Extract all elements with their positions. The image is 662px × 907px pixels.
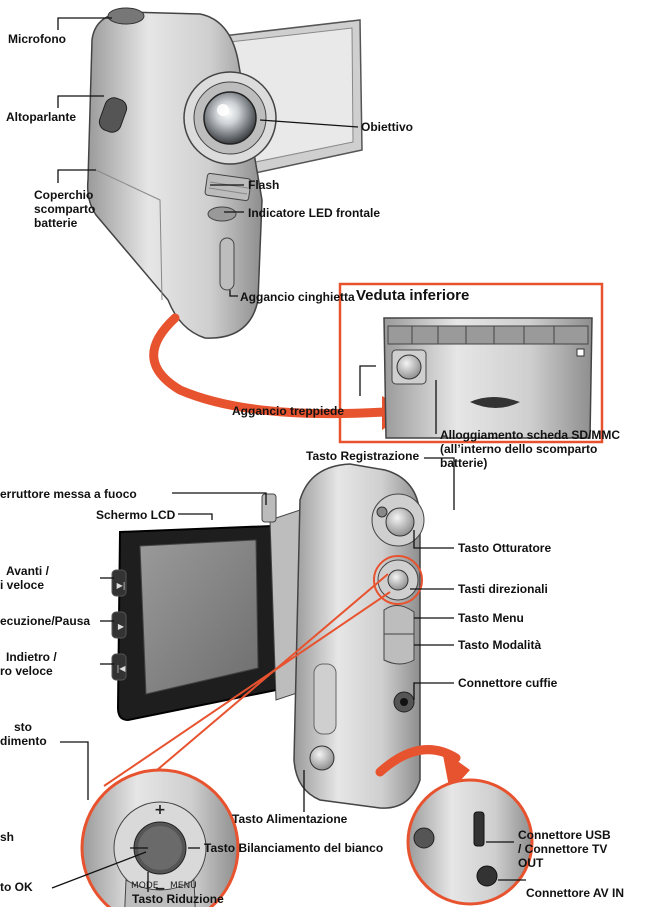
dpad-focus-ring [373,555,423,605]
label-usb: Connettore USB / Connettore TV OUT [518,828,611,870]
label-bilanciamento: Tasto Bilanciamento del bianco [204,841,384,855]
svg-text:|◀: |◀ [117,664,127,673]
label-direzionali: Tasti direzionali [458,582,548,596]
device-text-minus: − [154,881,166,897]
label-alloggiamento-1: Alloggiamento scheda SD/MMC [440,428,621,442]
bottom-view-frame [338,282,604,444]
front-led [207,206,237,222]
label-riduzione: Tasto Riduzione [132,892,224,906]
rotate-arrow-top [149,313,390,419]
label-menu: Tasto Menu [458,611,524,625]
label-flash2: sh [0,830,15,844]
rotate-arrow-bottom [375,745,461,777]
label-veduta: Veduta inferiore [356,287,470,304]
power-button [309,745,335,771]
label-cinghietta: Aggancio cinghietta [240,290,355,304]
bottom-view [338,282,604,444]
label-ok: to OK [0,880,33,894]
label-avanti-2: i veloce [0,578,45,592]
label-alloggiamento: Alloggiamento scheda SD/MMC (all’interno… [440,428,620,470]
label-usb-1: Connettore USB [518,828,611,842]
main-camera: ▶| ▶ |◀ [111,463,425,809]
top-camera [86,7,363,339]
microphone-grille [107,7,145,25]
dpad-small [387,569,409,591]
speaker-slot [98,97,128,133]
top-camera-body [86,11,263,339]
label-coperchio-2: scomparto [34,202,96,216]
tripod-socket [396,354,422,380]
menu-mode-buttons [383,605,415,665]
leader-lines [51,17,526,892]
label-cuffie: Connettore cuffie [458,676,558,690]
label-obiettivo: Obiettivo [361,120,414,134]
connector-detail [406,778,534,906]
label-coperchio-1: Coperchio [34,188,94,202]
av-in-port [476,865,498,887]
label-ingrandimento-1: sto [14,720,32,734]
label-coperchio-3: batterie [34,216,78,230]
label-led: Indicatore LED frontale [248,206,381,220]
label-esecuzione: ecuzione/Pausa [0,614,91,628]
shutter-button [385,507,415,537]
svg-text:▶|: ▶| [117,581,126,590]
label-otturatore: Tasto Otturatore [458,541,552,555]
label-alloggiamento-2: (all’interno dello scomparto [440,442,598,456]
label-microfono: Microfono [8,32,66,46]
label-ingrandimento-2: dimento [0,734,47,748]
battery-latch [470,397,520,408]
strap-hook-slot [219,237,235,291]
lcd-screen [139,539,259,695]
label-indietro: Indietro / ro veloce [0,650,57,678]
label-avanti-1: Avanti / [6,564,49,578]
label-coperchio: Coperchio scomparto batterie [34,188,95,230]
label-registrazione: Tasto Registrazione [306,449,420,463]
record-button [376,506,388,518]
label-interruttore: erruttore messa a fuoco [0,487,137,501]
label-alimentazione: Tasto Alimentazione [232,812,348,826]
label-avanti: Avanti / i veloce [0,564,49,592]
label-avin: Connettore AV IN [526,886,624,900]
svg-text:▶: ▶ [118,622,125,631]
device-text-mode: MODE [131,881,159,891]
label-treppiede: Aggancio treppiede [232,404,345,418]
device-text-plus: + [154,802,166,818]
label-alloggiamento-3: batterie) [440,456,488,470]
label-usb-3: OUT [518,856,544,870]
dpad-detail [80,768,240,907]
lens-icon [203,91,257,145]
label-ingrandimento: sto dimento [0,720,47,748]
label-indietro-1: Indietro / [6,650,57,664]
label-flash: Flash [248,178,280,192]
flash-window [204,172,252,202]
label-indietro-2: ro veloce [0,664,53,678]
focus-switch [261,493,277,523]
label-usb-2: / Connettore TV [518,842,608,856]
usb-port [473,811,485,847]
device-text-menu: MENU [170,881,197,891]
label-modalita: Tasto Modalità [458,638,542,652]
label-altoparlante: Altoparlante [6,110,77,124]
label-schermo: Schermo LCD [96,508,176,522]
